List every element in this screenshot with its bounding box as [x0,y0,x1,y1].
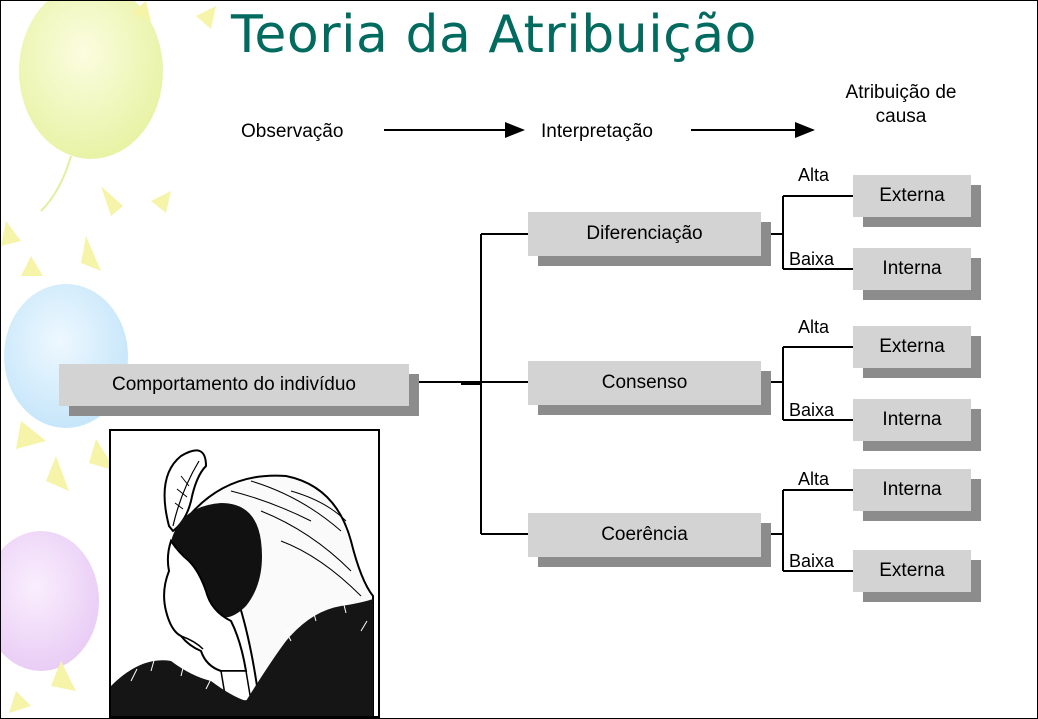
result-node: Externa [853,550,971,592]
branch-node-differentiation: Diferenciação [528,212,761,256]
flow-step-observation: Observação [241,121,344,142]
flow-step-interpretation: Interpretação [541,121,653,142]
branch-node-coherence: Coerência [528,513,761,557]
result-label: Interna [882,258,942,279]
yellow-balloon-icon [19,1,163,212]
purple-balloon-icon [1,531,99,671]
result-label: Interna [882,479,942,500]
condition-label-low: Baixa [789,249,835,269]
result-label: Externa [879,560,945,581]
woman-illusion-icon [111,449,374,716]
branch-label: Consenso [601,372,688,393]
optical-illusion-illustration [109,429,380,718]
root-node-label: Comportamento do indivíduo [112,374,356,395]
result-node: Interna [853,248,971,290]
condition-label-low: Baixa [789,551,835,571]
branch-label: Coerência [601,524,688,545]
condition-label-high: Alta [798,469,830,489]
result-label: Externa [879,185,945,206]
condition-label-high: Alta [798,317,830,337]
result-node: Externa [853,326,971,368]
flow-step-cause-line2: causa [875,106,927,127]
branch-node-consensus: Consenso [528,361,761,405]
result-node: Externa [853,175,971,217]
flow-step-cause-attribution: Atribuição de causa [821,81,981,129]
result-label: Interna [882,409,942,430]
result-label: Externa [879,336,945,357]
root-node: Comportamento do indivíduo [59,364,409,406]
result-node: Interna [853,469,971,511]
slide-title: Teoria da Atribuição [231,5,757,65]
condition-label-high: Alta [798,165,830,185]
flow-step-cause-line1: Atribuição de [845,82,957,103]
result-node: Interna [853,399,971,441]
condition-label-low: Baixa [789,400,835,420]
branch-label: Diferenciação [586,223,703,244]
